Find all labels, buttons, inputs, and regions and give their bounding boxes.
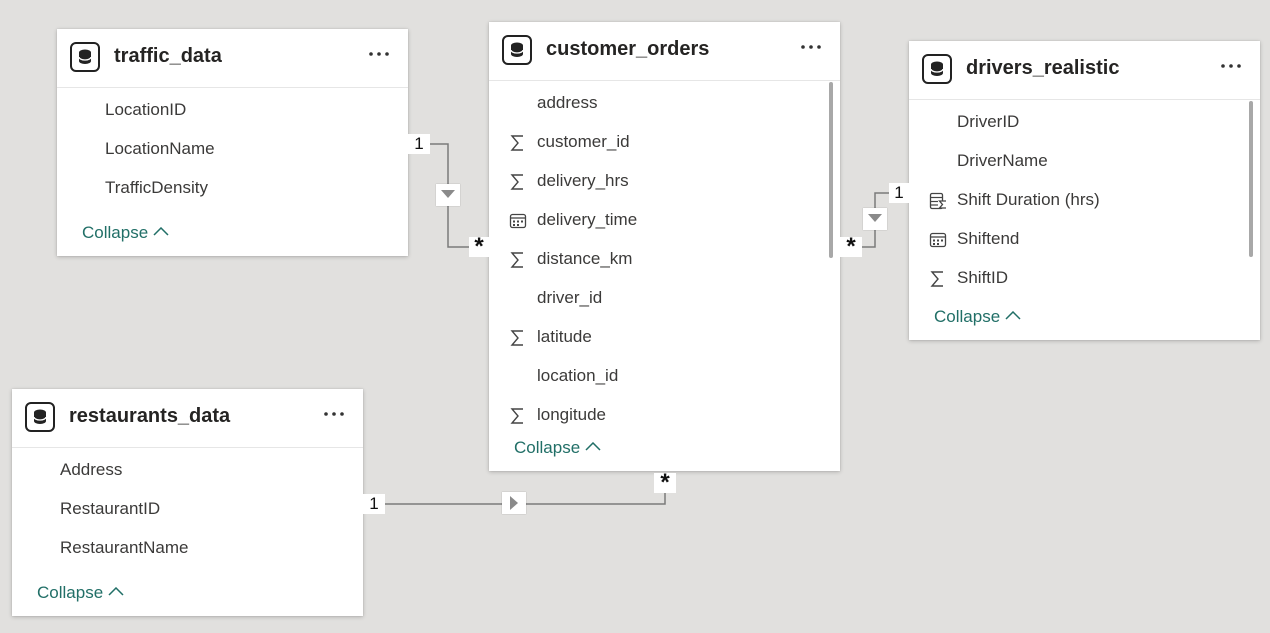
field-row[interactable]: RestaurantName (12, 534, 363, 564)
field-name: delivery_time (537, 210, 638, 229)
field-row[interactable]: delivery_time (489, 206, 840, 236)
field-name: RestaurantName (60, 538, 189, 557)
field-row[interactable]: ShiftID (909, 264, 1260, 294)
field-row[interactable]: Shiftend (909, 225, 1260, 255)
field-row[interactable]: address (489, 89, 840, 119)
filter-direction-down-icon[interactable] (863, 208, 887, 230)
collapse-label: Collapse (934, 307, 1001, 326)
collapse-label: Collapse (37, 583, 104, 602)
field-row[interactable]: latitude (489, 323, 840, 353)
field-row[interactable]: DriverName (909, 147, 1260, 177)
field-name: RestaurantID (60, 499, 161, 518)
table-header[interactable]: traffic_data (57, 29, 408, 88)
field-name: customer_id (537, 132, 630, 151)
sigma-icon (509, 407, 527, 425)
table-title: traffic_data (114, 45, 222, 67)
more-options-icon[interactable] (798, 34, 824, 60)
field-name: Shift Duration (hrs) (957, 190, 1100, 209)
restaurants-orders-line (385, 492, 666, 505)
collapse-button[interactable]: Collapse (934, 307, 1021, 327)
sigma-icon (509, 134, 527, 152)
table-header[interactable]: restaurants_data (12, 389, 363, 448)
table-title: customer_orders (546, 38, 710, 60)
cardinality-one-label: 1 (408, 134, 430, 154)
chevron-up-icon (1005, 310, 1021, 320)
chevron-up-icon (108, 586, 124, 596)
scrollbar[interactable] (1249, 101, 1253, 257)
field-row[interactable]: Shift Duration (hrs) (909, 186, 1260, 216)
field-row[interactable]: delivery_hrs (489, 167, 840, 197)
field-name: distance_km (537, 249, 633, 268)
table-title: restaurants_data (69, 405, 231, 427)
chevron-up-icon (153, 226, 169, 236)
table-icon (70, 42, 100, 72)
collapse-button[interactable]: Collapse (37, 583, 124, 603)
collapse-label: Collapse (514, 438, 581, 457)
field-name: Shiftend (957, 229, 1020, 248)
cardinality-many-label: * (469, 235, 489, 259)
sigma-icon (509, 173, 527, 191)
table-icon (25, 402, 55, 432)
calendar-icon (929, 231, 947, 249)
calendar-icon (509, 212, 527, 230)
field-row[interactable]: driver_id (489, 284, 840, 314)
collapse-label: Collapse (82, 223, 149, 242)
field-row[interactable]: RestaurantID (12, 495, 363, 525)
calculated-column-icon (929, 192, 947, 210)
field-name: latitude (537, 327, 592, 346)
field-row[interactable]: distance_km (489, 245, 840, 275)
restaurants-data-table-card[interactable]: restaurants_data Address RestaurantID Re… (12, 389, 363, 616)
field-name: LocationName (105, 139, 215, 158)
field-name: Address (60, 460, 123, 479)
filter-direction-right-icon[interactable] (502, 492, 526, 514)
collapse-button[interactable]: Collapse (514, 438, 601, 458)
field-row[interactable]: TrafficDensity (57, 174, 408, 204)
field-name: delivery_hrs (537, 171, 629, 190)
table-title: drivers_realistic (966, 57, 1120, 79)
more-options-icon[interactable] (321, 401, 347, 427)
field-name: driver_id (537, 288, 603, 307)
more-options-icon[interactable] (366, 41, 392, 67)
sigma-icon (509, 329, 527, 347)
field-row[interactable]: customer_id (489, 128, 840, 158)
cardinality-many-label: * (654, 471, 676, 495)
table-icon (922, 54, 952, 84)
field-row[interactable]: location_id (489, 362, 840, 392)
sigma-icon (929, 270, 947, 288)
field-name: TrafficDensity (105, 178, 208, 197)
field-row[interactable]: DriverID (909, 108, 1260, 138)
field-row[interactable]: Address (12, 456, 363, 486)
scrollbar[interactable] (829, 82, 833, 258)
field-name: DriverName (957, 151, 1048, 170)
field-name: ShiftID (957, 268, 1009, 287)
filter-direction-down-icon[interactable] (436, 184, 460, 206)
sigma-icon (509, 251, 527, 269)
chevron-up-icon (585, 441, 601, 451)
cardinality-one-label: 1 (889, 183, 909, 203)
collapse-button[interactable]: Collapse (82, 223, 169, 243)
table-icon (502, 35, 532, 65)
cardinality-one-label: 1 (363, 494, 385, 514)
field-name: location_id (537, 366, 619, 385)
more-options-icon[interactable] (1218, 53, 1244, 79)
traffic-data-table-card[interactable]: traffic_data LocationID LocationName Tra… (57, 29, 408, 256)
table-header[interactable]: drivers_realistic (909, 41, 1260, 100)
table-header[interactable]: customer_orders (489, 22, 840, 81)
field-name: DriverID (957, 112, 1020, 131)
field-row[interactable]: LocationID (57, 96, 408, 126)
field-name: address (537, 93, 598, 112)
field-name: LocationID (105, 100, 187, 119)
field-row[interactable]: LocationName (57, 135, 408, 165)
field-row[interactable]: longitude (489, 401, 840, 431)
field-name: longitude (537, 405, 607, 424)
cardinality-many-label: * (840, 235, 862, 259)
